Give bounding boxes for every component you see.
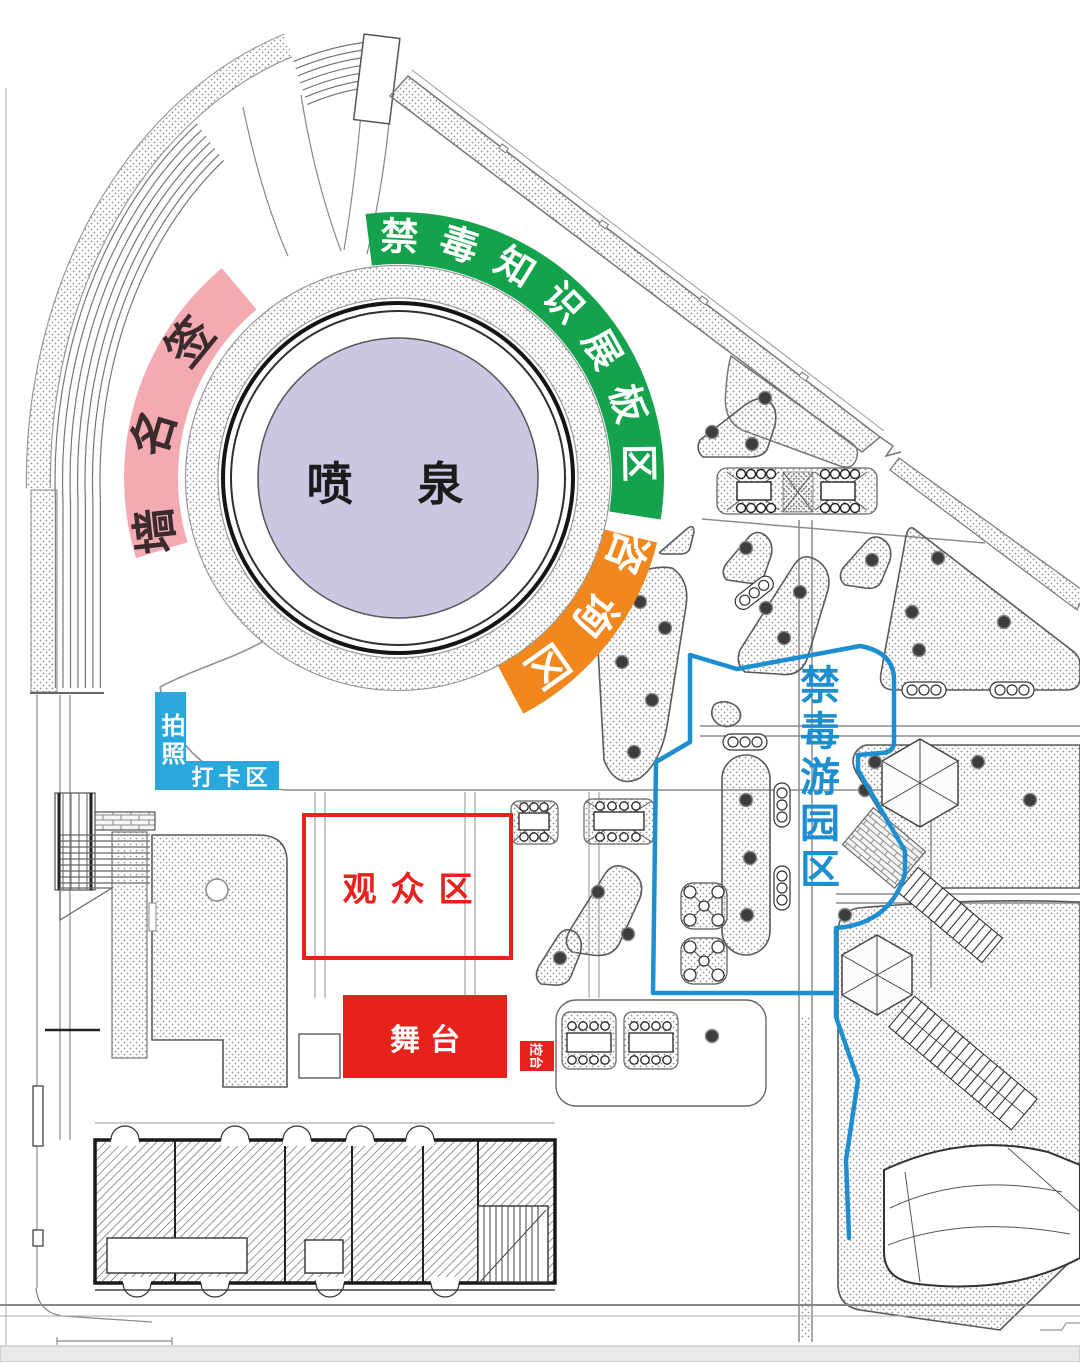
west-stairs <box>59 834 150 922</box>
stool-cluster-2 <box>680 937 728 985</box>
consultation-band <box>497 529 658 714</box>
trees <box>552 390 1038 1044</box>
garden-zone-label: 禁毒游园区 <box>794 664 838 894</box>
photo-checkin-label-bottom: 打卡区 <box>185 761 279 790</box>
plaza-notch <box>148 902 157 932</box>
plaza-circle <box>205 878 229 902</box>
diagonal-path <box>388 69 1080 611</box>
stairs-small <box>896 866 1004 964</box>
garden-boundary <box>650 643 908 1241</box>
fountain-plaza <box>184 264 612 692</box>
console-label: 控台 <box>520 1041 554 1071</box>
ring-road-arcs <box>25 33 392 694</box>
fountain-circle <box>257 337 539 619</box>
room-2 <box>304 1239 344 1274</box>
west-planter-strip <box>111 831 148 1059</box>
stage-area: 舞台 <box>343 995 507 1078</box>
table-group-south <box>555 999 767 1107</box>
equipment-box <box>298 1033 341 1079</box>
path-widening <box>724 354 859 468</box>
north-gate <box>352 33 401 125</box>
exhibition-band <box>365 212 664 520</box>
room-1 <box>106 1237 248 1274</box>
building-stair <box>477 1205 549 1283</box>
signature-wall-band <box>124 268 257 559</box>
table-group-north <box>716 467 878 515</box>
south-roads <box>0 1304 1080 1362</box>
audience-area: 观众区 <box>302 813 513 960</box>
west-structures <box>5 88 173 1350</box>
pavilion-1 <box>881 738 959 828</box>
brick-wall <box>94 811 156 831</box>
fan-building <box>883 1144 1080 1288</box>
stairs-long <box>888 995 1038 1131</box>
table-group-middle <box>510 798 655 845</box>
southwest-plaza <box>151 834 288 1088</box>
doors <box>110 1125 460 1298</box>
building-south <box>93 1122 557 1298</box>
road-median <box>801 1016 810 1338</box>
stool-cluster-1 <box>680 882 728 930</box>
fountain-label: 喷 泉 <box>306 458 490 510</box>
pavilion-2 <box>841 934 913 1016</box>
photo-checkin-label-top: 拍照 <box>155 692 186 790</box>
benches <box>722 575 1035 911</box>
